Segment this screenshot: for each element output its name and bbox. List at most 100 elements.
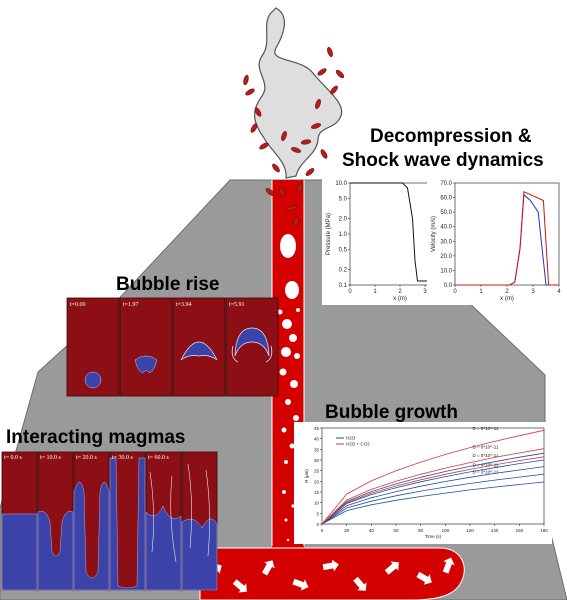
bubble-rise-frame xyxy=(225,297,279,397)
x-tick-label: 3 xyxy=(531,289,535,295)
label-bubble-rise: Bubble rise xyxy=(116,274,219,295)
mafic-magma xyxy=(1,513,38,591)
x-tick-label: 0 xyxy=(453,289,457,295)
y-tick-label: 15 xyxy=(314,490,320,495)
x-tick-label: 20 xyxy=(344,528,350,533)
bubble-rise-frame xyxy=(119,297,173,397)
label-decompression: Decompression & xyxy=(370,126,532,147)
mafic-magma xyxy=(73,481,110,591)
flow-arrow xyxy=(442,557,455,574)
conduit-bubble xyxy=(289,443,295,449)
fragment xyxy=(286,205,298,211)
fragment xyxy=(245,88,255,96)
frame-time-label: t=1.97 xyxy=(123,302,139,308)
conduit-bubble xyxy=(277,309,283,315)
y-axis-label: Pressure (MPa) xyxy=(326,213,332,255)
x-tick-label: 3 xyxy=(423,289,427,295)
y-tick-label: 0.0 xyxy=(444,283,453,289)
x-tick-label: 1 xyxy=(373,289,377,295)
fragment xyxy=(265,188,275,196)
curve-label: D = 6*10^-11 xyxy=(472,444,498,449)
conduit-bubble xyxy=(281,347,291,357)
flow-arrow xyxy=(261,560,275,576)
conduit-bubble xyxy=(285,399,291,405)
series-line xyxy=(321,466,545,525)
pyroclast-fragments xyxy=(243,46,345,228)
y-tick-label: 0.2 xyxy=(339,268,348,274)
y-tick-label: 30 xyxy=(314,458,320,463)
mixing-streak xyxy=(187,463,210,557)
bubble xyxy=(84,371,102,389)
curve-label: D = 9*10^-11 xyxy=(472,426,498,431)
frame-time-label: t= 30.0 s xyxy=(112,455,134,461)
fragment xyxy=(250,123,258,133)
curve-label: D = 3*10^-11 xyxy=(472,470,498,475)
fragment xyxy=(243,74,249,86)
x-tick-label: 4 xyxy=(557,289,561,295)
series-line xyxy=(321,452,545,525)
curve-label: D = 4*10^-11 xyxy=(472,462,498,467)
conduit-bubble xyxy=(281,427,287,433)
fragment xyxy=(305,168,315,176)
y-tick-label: 2.0 xyxy=(339,217,348,223)
y-tick-label: 25 xyxy=(314,469,320,474)
x-tick-label: 0 xyxy=(321,528,324,533)
fragment xyxy=(279,186,285,198)
bubble xyxy=(234,327,270,357)
fragment xyxy=(259,142,269,150)
y-tick-label: 45 xyxy=(314,426,320,431)
conduit-bubble xyxy=(285,281,299,299)
frame-time-label: t=5.91 xyxy=(229,302,245,308)
y-tick-label: 5 xyxy=(316,511,319,516)
bubble xyxy=(180,341,218,361)
conduit-bubble xyxy=(282,319,292,329)
conduit-bubble xyxy=(296,308,300,312)
fragment xyxy=(297,182,303,194)
flow-arrow xyxy=(416,571,432,585)
series-line xyxy=(321,429,545,525)
y-tick-label: 1.0 xyxy=(339,232,348,238)
fragment xyxy=(310,123,322,129)
fragment xyxy=(272,163,280,173)
x-tick-label: 160 xyxy=(516,528,524,533)
y-tick-label: 0.1 xyxy=(339,283,348,289)
fragment xyxy=(315,98,321,110)
y-tick-label: 0.5 xyxy=(339,247,348,253)
wake xyxy=(265,345,273,363)
conduit-bubble xyxy=(294,353,300,359)
y-axis-label: R (μm) xyxy=(304,469,309,483)
fragment xyxy=(327,46,333,58)
chart-background xyxy=(427,177,567,305)
y-axis-label: Velocity (m/s) xyxy=(431,216,437,252)
x-tick-label: 60 xyxy=(393,528,399,533)
conduit-bubble xyxy=(289,334,297,342)
x-tick-label: 2 xyxy=(505,289,509,295)
series-line xyxy=(321,448,545,525)
label-bubble-growth: Bubble growth xyxy=(325,402,458,423)
y-tick-label: 60.0 xyxy=(440,196,452,202)
x-tick-label: 80 xyxy=(418,528,424,533)
conduit-bubble xyxy=(284,460,288,464)
legend-label: H2O xyxy=(346,436,356,441)
frame-time-label: t= 20.0 s xyxy=(76,455,98,461)
conduit-bubble xyxy=(290,380,298,388)
legend-label: H2O + CO2 xyxy=(346,442,370,447)
series-line xyxy=(321,473,545,525)
flow-arrow xyxy=(232,579,247,593)
flow-arrow xyxy=(353,576,367,591)
y-tick-label: 10.0 xyxy=(440,268,452,274)
conduit-bubble xyxy=(280,234,296,258)
y-tick-label: 5.0 xyxy=(339,196,348,202)
x-tick-label: 140 xyxy=(491,528,499,533)
series-line xyxy=(321,459,545,525)
conduit-bubble xyxy=(286,538,290,542)
fragment xyxy=(320,149,328,159)
mafic-magma xyxy=(109,457,146,591)
plot-area xyxy=(321,427,545,525)
x-tick-label: 2 xyxy=(398,289,402,295)
